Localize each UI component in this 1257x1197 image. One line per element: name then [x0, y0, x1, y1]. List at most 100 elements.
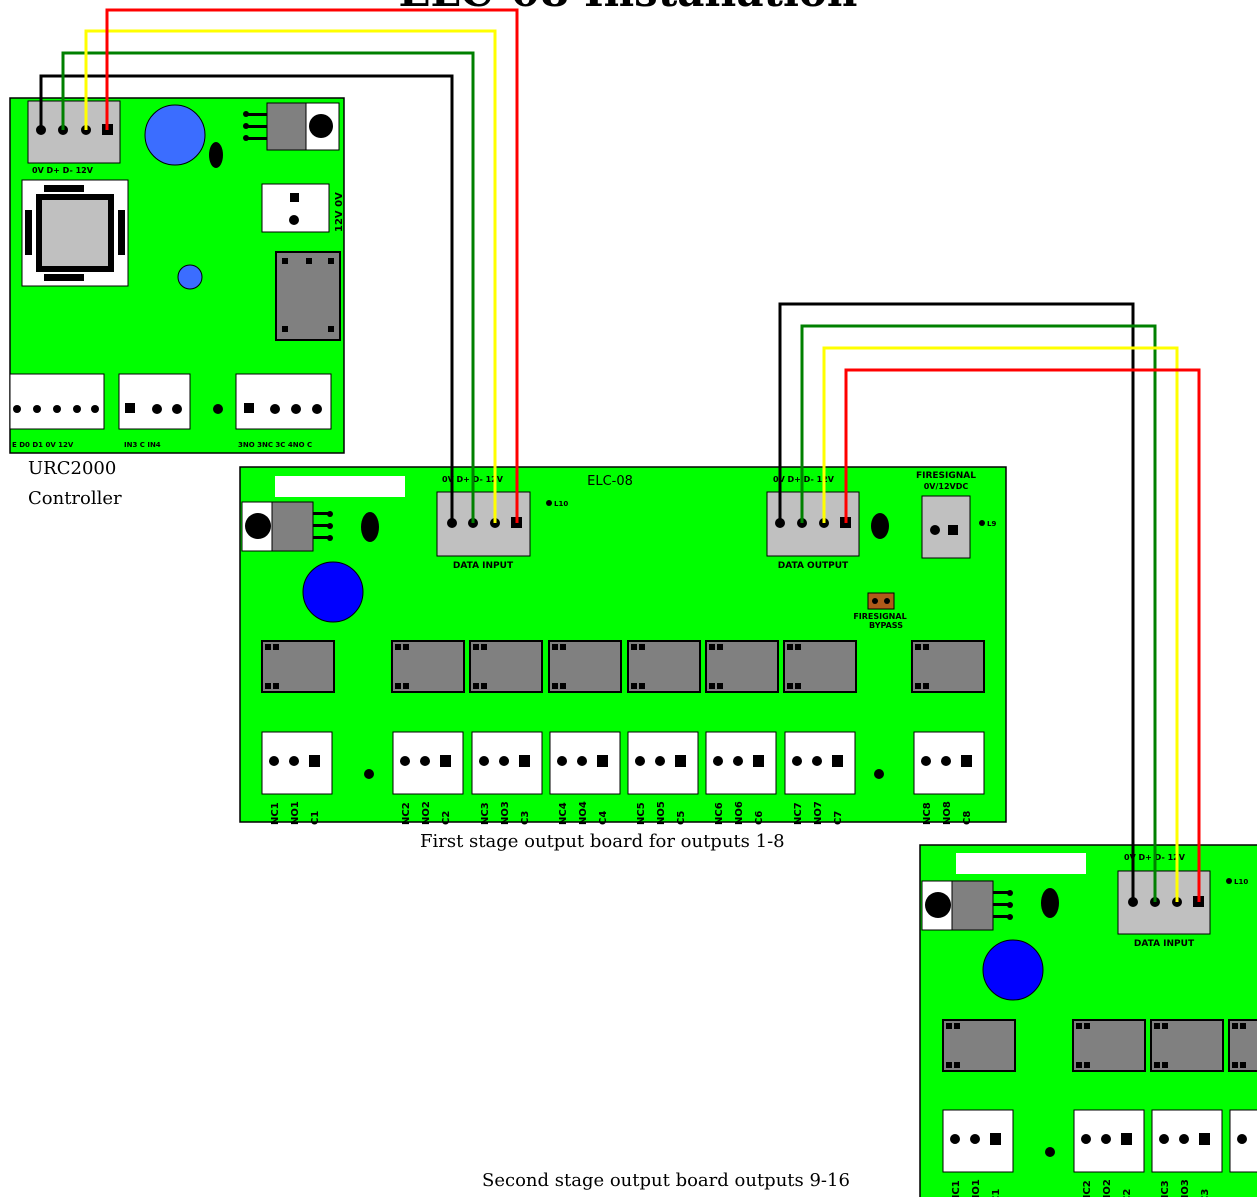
board1-output-terminal-6[interactable]: NC6 NO6 C6 [705, 731, 777, 825]
board1-relay-2 [391, 640, 465, 693]
board1-bypass-label-2: BYPASS [869, 621, 903, 630]
terminal-label: C7 [833, 811, 844, 825]
terminal-label: NC1 [951, 1180, 962, 1197]
controller-large-capacitor-icon [144, 104, 206, 166]
board1-output-pins: 0V D+ D- 12V [773, 475, 835, 484]
diagram-title: ELC-08 Installation [399, 0, 858, 16]
board1-relay-1 [261, 640, 335, 693]
board1-model: ELC-08 [587, 474, 633, 489]
terminal-label: C2 [441, 811, 452, 825]
board2-output-terminal-4[interactable] [1229, 1109, 1257, 1173]
terminal-label: NC2 [401, 802, 412, 825]
board2-data-input-label: DATA INPUT [1134, 939, 1195, 949]
terminal-label: NC8 [922, 802, 933, 825]
board2-relay-3 [1150, 1019, 1224, 1072]
board2-relay-1 [942, 1019, 1016, 1072]
board2-regulator-icon [921, 880, 1013, 931]
board1-output-terminal-4[interactable]: NC4 NO4 C4 [549, 731, 621, 825]
board1-label-area [275, 476, 405, 497]
data-wires [39, 8, 1201, 902]
terminal-label: NC6 [714, 802, 725, 825]
terminal-label: NO4 [578, 801, 589, 825]
board1-relay-8 [911, 640, 985, 693]
board1-relay-7 [783, 640, 857, 693]
wire-0v-1 [39, 74, 454, 523]
board2-caption: Second stage output board outputs 9-16 [482, 1170, 850, 1191]
board1-data-input-label: DATA INPUT [453, 561, 514, 571]
board1-regulator-icon [241, 501, 333, 552]
terminal-label: C3 [520, 811, 531, 825]
terminal-label: C3 [1200, 1189, 1211, 1197]
terminal-label: C8 [962, 811, 973, 825]
wire-dplus-1 [61, 51, 475, 523]
controller-connector-label: 0V D+ D- 12V [32, 166, 94, 175]
board1-relay-6 [705, 640, 779, 693]
board1-fire-signal-connector[interactable] [921, 495, 971, 559]
wire-12v-1 [105, 8, 519, 523]
board1-caption: First stage output board for outputs 1-8 [420, 831, 785, 852]
terminal-label: C1 [991, 1189, 1002, 1197]
board2-relay-4 [1228, 1019, 1257, 1072]
terminal-label: NO1 [290, 801, 301, 825]
board1-fire-signal-voltage: 0V/12VDC [924, 482, 969, 491]
wire-dminus-1 [84, 29, 497, 523]
terminal-label: NC7 [793, 802, 804, 825]
terminal-label: NC2 [1082, 1180, 1093, 1197]
controller-regulator-icon [243, 102, 340, 151]
wire-0v-2 [778, 302, 1135, 902]
board1-data-output-label: DATA OUTPUT [778, 561, 849, 571]
microcontroller-chip-icon [21, 179, 129, 287]
terminal-label: C4 [598, 811, 609, 825]
board1-fire-signal-label: FIRESIGNAL [916, 471, 976, 481]
board1-relay-3 [469, 640, 543, 693]
controller-name: URC2000 [28, 458, 117, 479]
board1-bypass-jumper[interactable] [867, 592, 895, 610]
terminal-label: NO2 [1102, 1179, 1113, 1197]
board1-relay-5 [627, 640, 701, 693]
controller-bottom-label-3: 3NO 3NC 3C 4NO C [238, 441, 312, 449]
board1-capacitor-icon [302, 561, 364, 623]
terminal-label: NO3 [500, 801, 511, 825]
wire-12v-2 [844, 368, 1201, 902]
wire-dminus-2 [822, 346, 1179, 902]
terminal-label: C2 [1122, 1189, 1133, 1197]
terminal-label: NO5 [656, 801, 667, 825]
terminal-label: NO2 [421, 801, 432, 825]
terminal-label: NO1 [971, 1179, 982, 1197]
terminal-label: C1 [310, 811, 321, 825]
controller-relay-icon [275, 251, 341, 341]
terminal-label: NC3 [1160, 1180, 1171, 1197]
controller-bottom-label-2: IN3 C IN4 [124, 441, 161, 449]
board1-relay-4 [548, 640, 622, 693]
terminal-label: NO7 [813, 801, 824, 825]
terminal-label: NC5 [636, 802, 647, 825]
board1-output-terminal-5[interactable]: NC5 NO5 C5 [627, 731, 699, 825]
terminal-label: C5 [676, 811, 687, 825]
controller-power-label: 12V 0V [334, 192, 345, 232]
terminal-label: NC1 [270, 802, 281, 825]
wire-dplus-2 [800, 324, 1157, 902]
controller-subtitle: Controller [28, 488, 122, 509]
board2-label-area [956, 853, 1086, 874]
terminal-label: NO6 [734, 801, 745, 825]
board2-capacitor-icon [982, 939, 1044, 1001]
terminal-label: NO8 [942, 801, 953, 825]
controller-bottom-label-1: E D0 D1 0V 12V [12, 441, 74, 449]
board1-bypass-label-1: FIRESIGNAL [853, 612, 906, 621]
board1-output-terminal-1[interactable]: NC1 NO1 C1 [261, 731, 333, 825]
board1-led-label: L10 [554, 500, 568, 508]
terminal-label: NC4 [558, 802, 569, 825]
terminal-label: NO3 [1180, 1179, 1191, 1197]
first-stage-board: ELC-08 0V D+ D- 12V DATA INPUT L10 0V D+… [239, 466, 1007, 825]
terminal-label: C6 [754, 811, 765, 825]
board1-output-terminal-7[interactable]: NC7 NO7 C7 [784, 731, 856, 825]
board1-output-terminal-8[interactable]: NC8 NO8 C8 [913, 731, 985, 825]
board1-output-terminal-2[interactable]: NC2 NO2 C2 [392, 731, 464, 825]
board2-relay-2 [1072, 1019, 1146, 1072]
